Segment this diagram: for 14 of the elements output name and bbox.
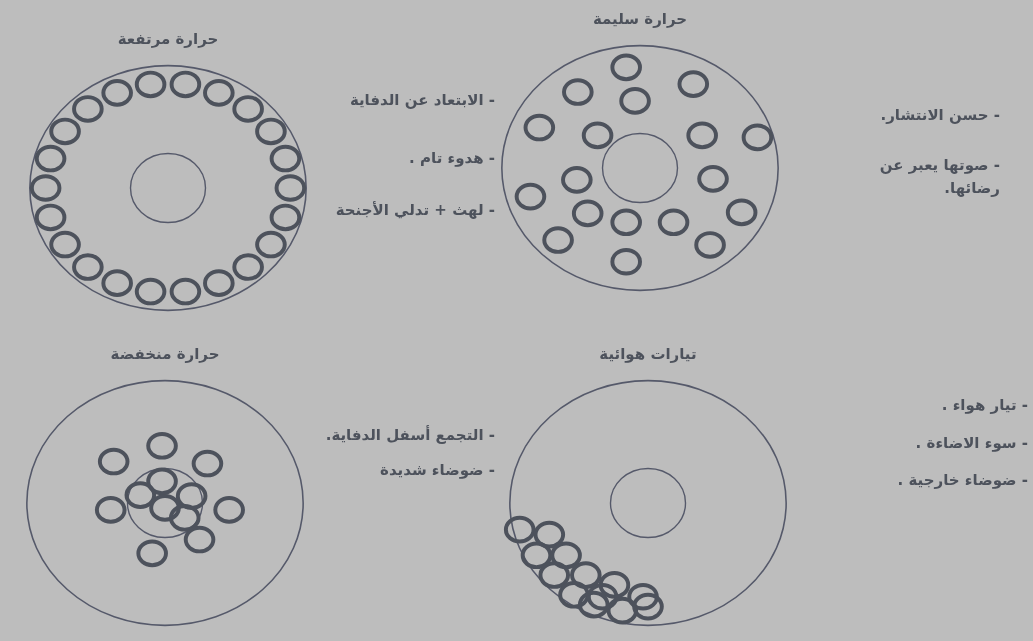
note-text: - صوتها يعبر عن رضائها. — [878, 155, 1000, 199]
note-text: - لهث + تدلي الأجنحة — [335, 200, 495, 221]
note-text: - ضوضاء شديدة — [380, 460, 495, 481]
note-text: - حسن الانتشار. — [880, 105, 1000, 126]
note-text: - سوء الاضاءة . — [915, 433, 1028, 454]
note-text: - ضوضاء خارجية . — [897, 470, 1028, 491]
panel-heading: حرارة سليمة — [592, 10, 688, 28]
panel-heading: حرارة منخفضة — [110, 345, 220, 363]
note-text: - تيار هواء . — [941, 395, 1028, 416]
note-text: - التجمع أسفل الدفاية. — [325, 424, 495, 446]
note-text: - الابتعاد عن الدفاية — [349, 90, 495, 111]
panel-heading: تيارات هوائية — [599, 345, 697, 363]
note-text: - هدوء تام . — [409, 148, 495, 169]
panel-heading: حرارة مرتفعة — [117, 30, 219, 48]
